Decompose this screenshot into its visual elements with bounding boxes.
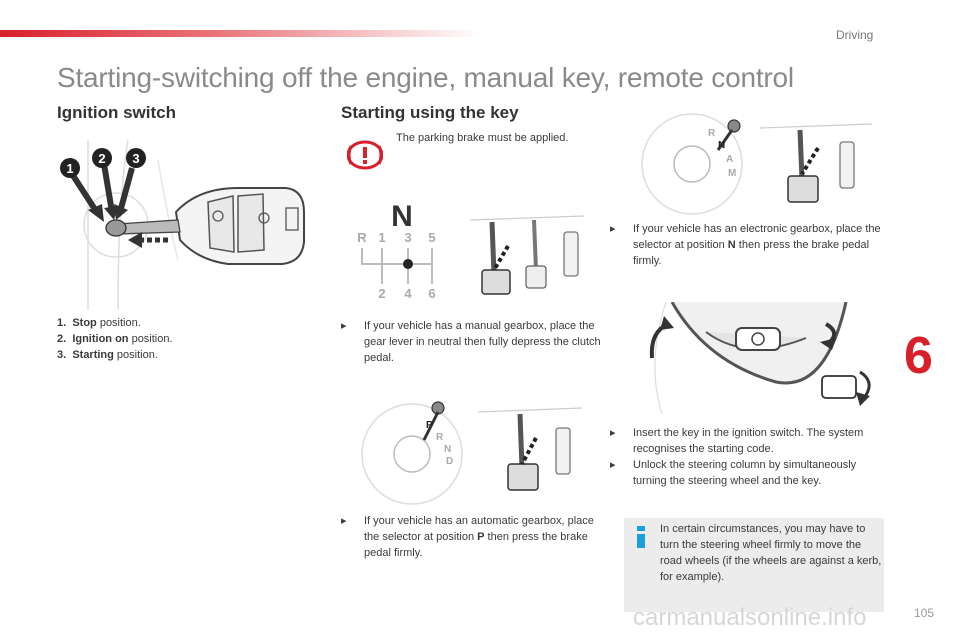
svg-text:D: D xyxy=(446,456,453,467)
electronic-gearbox-text: ▸If your vehicle has an electronic gearb… xyxy=(610,223,881,267)
list-item: 3. Starting position. xyxy=(57,349,158,361)
warning-text: The parking brake must be applied. xyxy=(396,132,569,144)
callout-2: 2 xyxy=(98,151,105,166)
callout-3: 3 xyxy=(132,151,139,166)
svg-text:M: M xyxy=(728,168,736,179)
watermark: carmanualsonline.info xyxy=(633,604,867,631)
ignition-positions-list: 1. Stop position. 2. Ignition on positio… xyxy=(57,315,173,363)
svg-text:5: 5 xyxy=(428,230,435,245)
page-title: Starting-switching off the engine, manua… xyxy=(57,62,794,93)
bullet-icon: ▸ xyxy=(610,459,616,471)
insert-key-text: ▸Insert the key in the ignition switch. … xyxy=(610,427,864,487)
svg-text:4: 4 xyxy=(404,286,412,301)
info-icon xyxy=(637,526,645,548)
svg-text:1: 1 xyxy=(378,230,385,245)
svg-text:2: 2 xyxy=(378,286,385,301)
automatic-gearbox-illustration: P R N D xyxy=(361,401,583,505)
svg-text:R: R xyxy=(357,230,367,245)
svg-text:R: R xyxy=(436,432,444,443)
svg-text:N: N xyxy=(391,200,413,233)
starting-heading: Starting using the key xyxy=(341,103,519,122)
automatic-gearbox-text: ▸If your vehicle has an automatic gearbo… xyxy=(341,515,594,559)
ignition-key-illustration: 1 2 3 xyxy=(60,140,305,310)
svg-text:N: N xyxy=(718,140,725,151)
warning-icon xyxy=(347,140,383,170)
svg-text:P: P xyxy=(426,420,433,431)
bullet-icon: ▸ xyxy=(610,427,616,439)
callout-1: 1 xyxy=(66,161,73,176)
header-accent-bar xyxy=(0,30,480,37)
electronic-gearbox-illustration: R N A M xyxy=(641,113,873,215)
bullet-icon: ▸ xyxy=(610,223,616,235)
section-label: Driving xyxy=(836,28,874,42)
info-box: In certain circumstances, you may have t… xyxy=(624,518,884,612)
bullet-icon: ▸ xyxy=(341,320,347,332)
chapter-number: 6 xyxy=(904,327,933,385)
bullet-icon: ▸ xyxy=(341,515,347,527)
list-item: 2. Ignition on position. xyxy=(57,333,173,345)
list-item: 1. Stop position. xyxy=(57,317,141,329)
svg-text:R: R xyxy=(708,128,716,139)
page-number: 105 xyxy=(914,606,935,620)
ignition-heading: Ignition switch xyxy=(57,103,176,122)
steering-wheel-illustration xyxy=(649,302,871,414)
svg-text:6: 6 xyxy=(428,286,435,301)
svg-text:N: N xyxy=(444,444,451,455)
manual-gearbox-text: ▸If your vehicle has a manual gearbox, p… xyxy=(341,320,601,364)
info-text: In certain circumstances, you may have t… xyxy=(660,523,882,583)
manual-gearbox-illustration: N R 1 3 5 2 4 6 xyxy=(357,200,585,301)
svg-text:3: 3 xyxy=(404,230,411,245)
svg-text:A: A xyxy=(726,154,733,165)
